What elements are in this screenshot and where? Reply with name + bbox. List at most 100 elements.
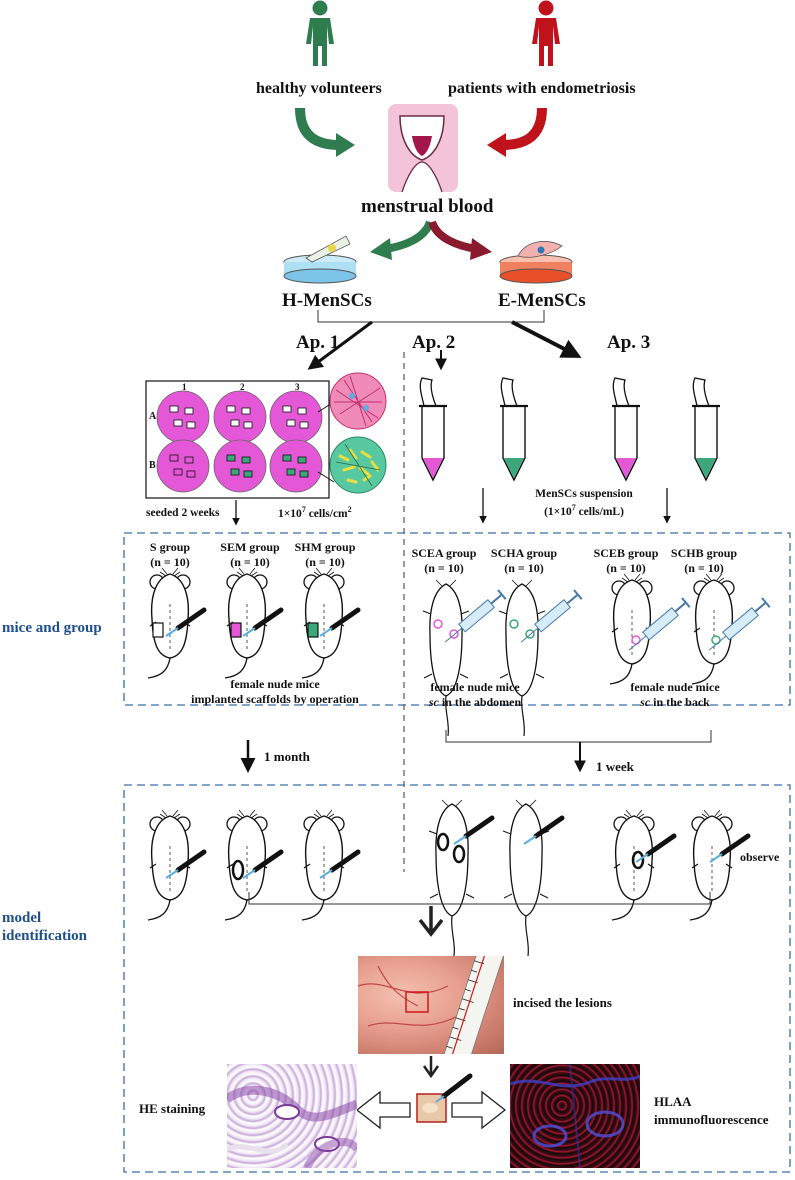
plate-row-b: B bbox=[149, 460, 156, 471]
scaffold-piece bbox=[186, 470, 196, 478]
tube-ap3-magenta bbox=[610, 376, 642, 482]
down-arrow-small bbox=[422, 1056, 440, 1079]
hlaa-label-2: immunofluorescence bbox=[654, 1112, 769, 1127]
ap3-arrow bbox=[511, 320, 582, 358]
he-staining-label: HE staining bbox=[139, 1101, 206, 1116]
group-scea-label: SCEA group(n = 10) bbox=[411, 546, 477, 575]
incised-lesions-label: incised the lesions bbox=[513, 995, 612, 1010]
h-menscs-label: H-MenSCs bbox=[282, 290, 372, 311]
scaffold-piece bbox=[286, 419, 296, 427]
group-scha-label: SCHA group(n = 10) bbox=[490, 546, 558, 575]
model-identification-box bbox=[123, 784, 791, 1173]
healthy-arrow bbox=[295, 107, 355, 157]
ap3-label: Ap. 3 bbox=[607, 332, 651, 353]
model-identification-label-1: model bbox=[2, 910, 42, 926]
plate-well bbox=[156, 390, 210, 444]
observe-mouse-4 bbox=[428, 799, 492, 957]
mouse-s-group bbox=[147, 567, 204, 679]
group-shm-label: SHM group(n = 10) bbox=[294, 540, 356, 569]
mouse-scea-group bbox=[422, 579, 507, 737]
seeded-label: seeded 2 weeks bbox=[146, 507, 220, 519]
plate-well bbox=[269, 439, 323, 493]
scaffold-piece bbox=[226, 454, 236, 462]
plate-col-1: 1 bbox=[182, 382, 187, 392]
mouse-shm-group bbox=[301, 567, 358, 679]
scaffold-piece bbox=[230, 468, 240, 476]
hlaa-immunofluorescence-image bbox=[510, 1064, 640, 1168]
observe-mouse-5 bbox=[502, 799, 562, 957]
arrow-to-hlaa bbox=[451, 1090, 507, 1130]
suspension-label-1: MenSCs suspension bbox=[535, 488, 633, 500]
plate-row-a: A bbox=[149, 411, 157, 422]
scaffold-piece bbox=[282, 454, 292, 462]
ap2-label: Ap. 2 bbox=[412, 332, 456, 353]
scaffold-piece bbox=[299, 470, 309, 478]
scaffold-piece bbox=[297, 456, 307, 464]
scaffold-piece bbox=[173, 419, 183, 427]
group-sceb-label: SCEB group(n = 10) bbox=[593, 546, 659, 575]
he-staining-image bbox=[227, 1064, 357, 1168]
observe-label: observe bbox=[740, 850, 780, 864]
scaffold-piece bbox=[184, 456, 194, 464]
scaffold-piece bbox=[241, 456, 251, 464]
healthy-volunteers-label: healthy volunteers bbox=[256, 80, 382, 97]
lesion-sample bbox=[416, 1073, 473, 1123]
scaffold-piece bbox=[169, 405, 179, 413]
observe-bracket bbox=[248, 892, 711, 905]
hlaa-label-1: HLAA bbox=[654, 1094, 692, 1109]
scaffold-piece bbox=[186, 421, 196, 429]
plate-well bbox=[269, 390, 323, 444]
group-schb-label: SCHB group(n = 10) bbox=[670, 546, 738, 575]
one-week-label: 1 week bbox=[596, 759, 634, 774]
suspension-label-2: (1×107 cells/mL) bbox=[544, 503, 624, 518]
week-bracket bbox=[445, 730, 712, 743]
mice-group-label: mice and group bbox=[2, 620, 102, 636]
menstrual-blood-label: menstrual blood bbox=[361, 196, 494, 217]
cell-density-label: 1×107 cells/cm2 bbox=[278, 505, 352, 520]
mouse-scha-group bbox=[498, 579, 583, 737]
h-dish-icon bbox=[283, 235, 357, 284]
scaffold-piece bbox=[282, 405, 292, 413]
cell-bracket bbox=[317, 310, 545, 323]
scaffold-piece bbox=[173, 468, 183, 476]
plate-col-2: 2 bbox=[240, 382, 245, 392]
scaffold-piece bbox=[184, 407, 194, 415]
blood-split-arrows bbox=[370, 220, 492, 260]
patients-label: patients with endometriosis bbox=[448, 80, 636, 97]
lesion-photo bbox=[358, 956, 504, 1054]
scaffold-piece bbox=[243, 421, 253, 429]
scaffold-zoom-1 bbox=[329, 372, 387, 430]
model-identification-label-2: identification bbox=[2, 928, 87, 944]
scaffold-zoom-2 bbox=[329, 436, 387, 494]
observe-mouse-6 bbox=[611, 809, 674, 921]
group-s-label: S group(n = 10) bbox=[149, 540, 191, 569]
tube-ap2-magenta bbox=[417, 376, 449, 482]
ap1-label: Ap. 1 bbox=[296, 332, 340, 353]
culture-plate bbox=[145, 380, 335, 499]
one-month-label: 1 month bbox=[264, 749, 310, 764]
plate-well bbox=[213, 439, 267, 493]
scaffold-piece bbox=[226, 405, 236, 413]
scaffold-piece bbox=[297, 407, 307, 415]
healthy-volunteer-icon bbox=[306, 0, 334, 66]
mouse-sceb-group bbox=[609, 573, 691, 685]
tube-ap2-green bbox=[498, 376, 530, 482]
scaffold-piece bbox=[299, 421, 309, 429]
plate-well bbox=[213, 390, 267, 444]
mouse-sem-group bbox=[224, 567, 281, 679]
ap1-arrow bbox=[307, 320, 373, 370]
scaffold-piece bbox=[241, 407, 251, 415]
plate-well bbox=[156, 439, 210, 493]
e-dish-icon bbox=[499, 241, 573, 284]
scaffold-piece bbox=[286, 468, 296, 476]
scaffold-piece bbox=[230, 419, 240, 427]
menstrual-cup-icon bbox=[388, 104, 458, 193]
arrow-to-he bbox=[355, 1090, 411, 1130]
mouse-schb-group bbox=[691, 573, 771, 685]
patient-icon bbox=[532, 0, 560, 66]
scaffold-piece bbox=[169, 454, 179, 462]
